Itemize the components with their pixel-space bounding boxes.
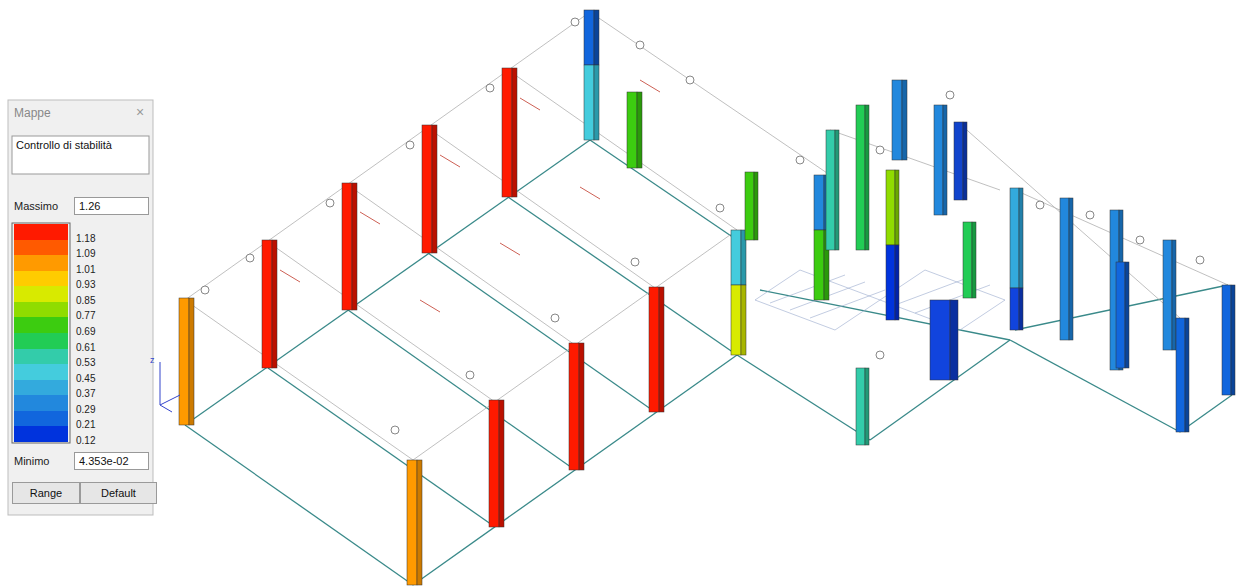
close-button: ×	[136, 104, 144, 120]
legend-value: 0.93	[76, 279, 95, 290]
field-label: Minimo	[14, 455, 49, 467]
color-legend: 1.18 1.09 1.01 0.93 0.85 0.77 0.69 0.61 0.53 0.45…	[0, 224, 153, 444]
legend-swatch	[14, 224, 68, 240]
legend-value: 0.21	[76, 419, 95, 430]
legend-value: 0.45	[76, 373, 95, 384]
legend-value: 0.61	[76, 342, 95, 353]
min-value-field: 4.353e-02	[74, 452, 149, 470]
legend-value: 0.12	[76, 435, 95, 446]
field-text: Range	[13, 487, 79, 499]
legend-swatch	[14, 286, 68, 302]
legend-swatch	[14, 240, 68, 256]
legend-swatch	[14, 364, 68, 380]
legend-value: 0.69	[76, 326, 95, 337]
legend-value: 0.53	[76, 357, 95, 368]
legend-swatch	[14, 302, 68, 318]
legend-value: 1.09	[76, 248, 95, 259]
field-text: Controllo di stabilità	[16, 139, 147, 151]
default-button: Default	[80, 482, 157, 504]
field-label: Massimo	[14, 200, 58, 212]
legend-swatch	[14, 411, 68, 427]
axis-label: z	[150, 355, 155, 365]
legend-swatch	[14, 395, 68, 411]
field-text: 1.26	[79, 200, 144, 212]
legend-swatch	[14, 317, 68, 333]
field-text: Default	[81, 487, 156, 499]
legend-swatch	[14, 255, 68, 271]
range-button: Range	[12, 482, 80, 504]
legend-value: 0.37	[76, 388, 95, 399]
legend-value: 1.18	[76, 233, 95, 244]
legend-swatch	[14, 349, 68, 365]
legend-value: 0.85	[76, 295, 95, 306]
legend-value: 1.01	[76, 264, 95, 275]
max-value-field: 1.26	[74, 197, 149, 215]
legend-swatch	[14, 333, 68, 349]
map-name-field: Controllo di stabilità	[12, 136, 151, 174]
legend-value: 0.29	[76, 404, 95, 415]
window-title: Mappe	[14, 106, 51, 120]
legend-swatch	[14, 380, 68, 396]
field-text: 4.353e-02	[79, 455, 144, 467]
legend-value: 0.77	[76, 310, 95, 321]
legend-swatch	[14, 271, 68, 287]
legend-swatch	[14, 426, 68, 442]
